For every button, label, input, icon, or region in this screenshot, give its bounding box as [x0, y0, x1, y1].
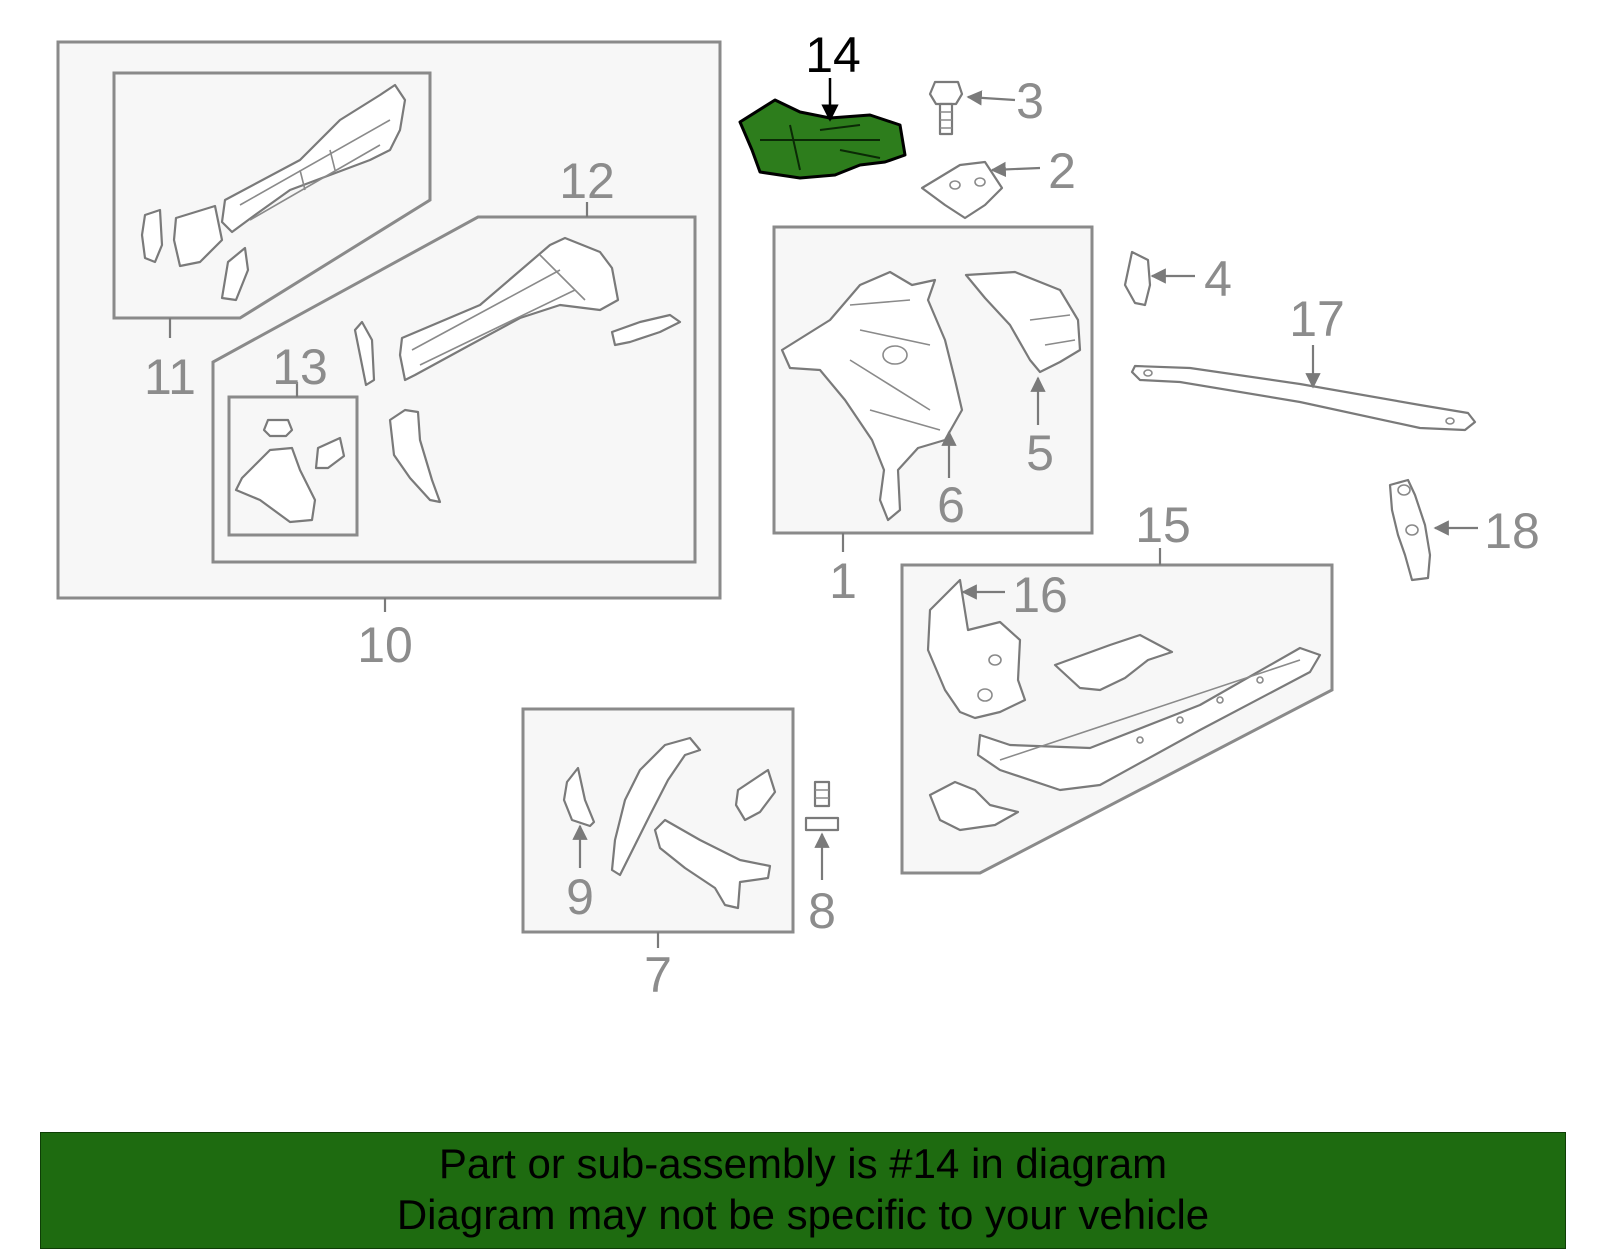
callout-12: 12	[559, 153, 615, 209]
part-12-bracket	[610, 313, 682, 347]
banner-line-2: Diagram may not be specific to your vehi…	[396, 1191, 1210, 1238]
part-12-gusset	[388, 408, 442, 504]
part-16-bracket	[926, 578, 1027, 720]
group-13-box	[227, 395, 359, 537]
leader-lines	[168, 78, 1478, 948]
callout-7: 7	[644, 947, 672, 1003]
part-17-brace	[1130, 364, 1477, 432]
callout-8: 8	[808, 883, 836, 939]
part-9-bracket	[562, 766, 596, 828]
part-12-hook	[353, 320, 376, 387]
part-18-bracket	[1388, 478, 1432, 582]
part-13-bracket	[234, 446, 317, 524]
group-11-box	[112, 71, 432, 320]
callout-18: 18	[1484, 503, 1540, 559]
part-11-rail	[220, 83, 407, 234]
callout-1: 1	[829, 553, 857, 609]
part-11-bracket-a	[140, 208, 164, 264]
callout-9: 9	[566, 869, 594, 925]
callout-10: 10	[357, 617, 413, 673]
group-1-box	[772, 225, 1094, 535]
part-2-bracket	[920, 160, 1004, 220]
callout-5: 5	[1026, 425, 1054, 481]
part-7-rail	[653, 818, 772, 910]
callout-4: 4	[1204, 251, 1232, 307]
callout-2: 2	[1048, 143, 1076, 199]
part-11-clip	[220, 246, 250, 302]
part-15-upper-bracket	[1053, 633, 1174, 692]
callout-labels: 1 2 3 4 5 6 7 8 9 10 11 12 13 14 15 16 1…	[144, 27, 1540, 1003]
callout-13: 13	[272, 339, 328, 395]
callout-11: 11	[144, 349, 196, 405]
part-14-highlighted[interactable]	[738, 98, 907, 180]
part-15-sill	[976, 646, 1322, 792]
part-11-bracket-b	[172, 204, 224, 268]
part-7-pillar	[610, 736, 702, 877]
part-12-rail	[398, 236, 620, 382]
info-banner: Part or sub-assembly is #14 in diagram D…	[40, 1132, 1566, 1249]
part-6-apron	[780, 270, 964, 522]
part-4-clip	[1123, 250, 1152, 307]
part-3-bolt	[928, 80, 964, 136]
part-8-stud	[804, 780, 840, 832]
part-5-liner	[964, 270, 1082, 374]
part-7-small-bracket	[734, 768, 777, 822]
group-15-box	[900, 563, 1334, 875]
callout-16: 16	[1012, 567, 1068, 623]
part-13-grommet	[262, 418, 294, 438]
banner-line-1: Part or sub-assembly is #14 in diagram	[438, 1140, 1168, 1187]
callout-17: 17	[1289, 291, 1345, 347]
part-13-clip	[314, 436, 346, 470]
group-7-box	[521, 707, 795, 934]
callout-3: 3	[1016, 73, 1044, 129]
callout-6: 6	[937, 477, 965, 533]
part-15-lower-bracket	[928, 780, 1020, 832]
callout-14: 14	[805, 27, 861, 83]
callout-15: 15	[1135, 497, 1191, 553]
